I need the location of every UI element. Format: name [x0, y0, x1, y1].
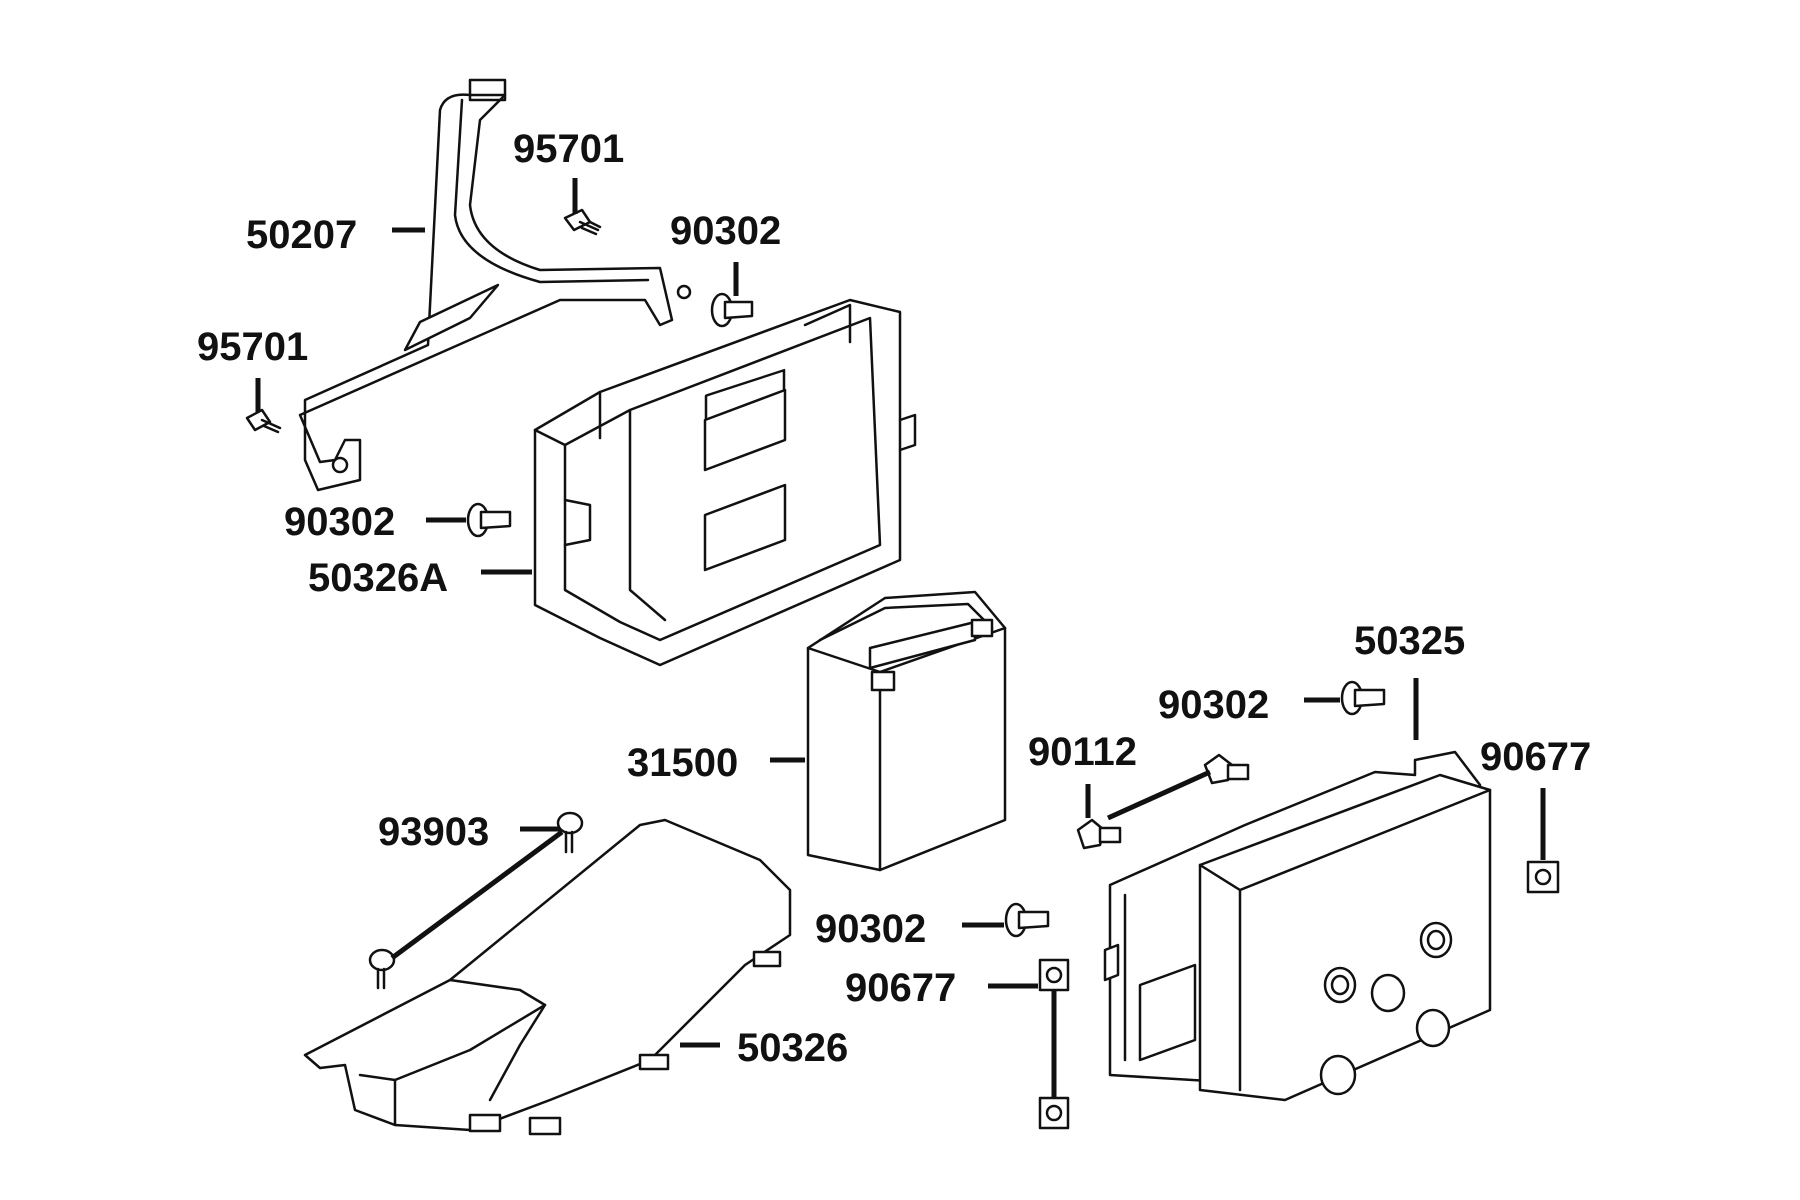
callout-95701-top: 95701 — [513, 127, 624, 171]
bolt-90112-a — [1076, 818, 1122, 850]
bolt-90112-leader — [1106, 769, 1212, 821]
lid-50326 — [303, 818, 792, 1136]
screw-95701-left — [245, 408, 282, 434]
bolt-90112-b — [1203, 753, 1250, 785]
pin-90302-bottom — [1004, 902, 1050, 938]
callout-50326A: 50326A — [308, 556, 448, 600]
callout-50325: 50325 — [1354, 619, 1465, 663]
pin-90302-top — [710, 292, 754, 328]
callout-90302-right: 90302 — [1158, 683, 1269, 727]
clip-90677-bottom-b — [1038, 1096, 1070, 1130]
pin-90302-left — [466, 502, 512, 538]
callout-90302-top: 90302 — [670, 209, 781, 253]
callout-50326: 50326 — [737, 1026, 848, 1070]
pin-90302-right — [1340, 680, 1386, 716]
callout-95701-left: 95701 — [197, 325, 308, 369]
callout-50207: 50207 — [246, 213, 357, 257]
bracket-50207 — [298, 78, 692, 492]
callout-90112: 90112 — [1028, 730, 1137, 774]
battery-tray-50326A — [533, 298, 917, 667]
callout-93903: 93903 — [378, 810, 489, 854]
cover-50325 — [1103, 750, 1492, 1102]
battery-31500 — [806, 590, 1007, 872]
clip-90677-right — [1526, 860, 1560, 894]
screw-93903-b — [368, 948, 396, 990]
callout-90677-bottom: 90677 — [845, 966, 956, 1010]
callout-90302-left: 90302 — [284, 500, 395, 544]
callout-90302-bottom: 90302 — [815, 907, 926, 951]
screw-95701-top — [563, 208, 602, 236]
callout-31500: 31500 — [627, 741, 738, 785]
screw-93903-leader — [390, 829, 564, 961]
clip-90677-bottom-a — [1038, 958, 1070, 992]
screw-93903-a — [556, 811, 584, 854]
callout-90677-right: 90677 — [1480, 735, 1591, 779]
